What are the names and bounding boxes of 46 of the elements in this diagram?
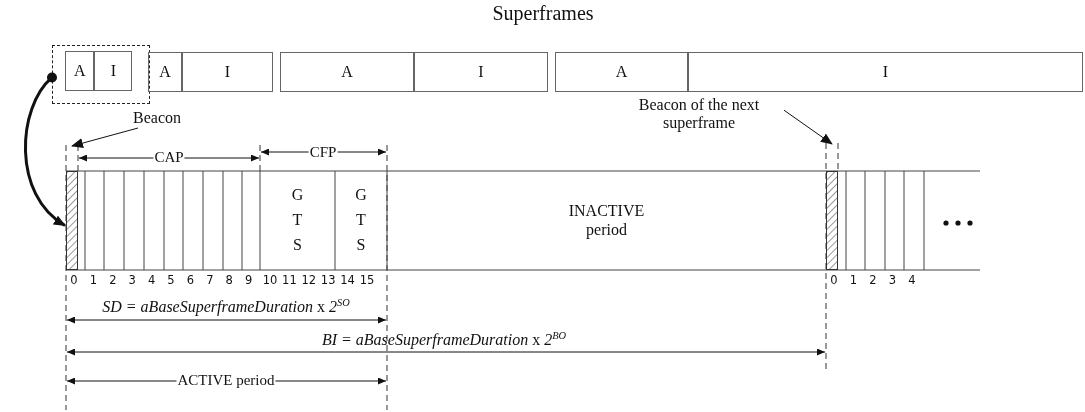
superframe-segment: I — [414, 52, 548, 92]
diagram-title: Superframes — [492, 3, 594, 23]
formula-text: SD = aBaseSuperframeDuration x 2$^{SO}$ — [102, 298, 350, 316]
slot-number: 9 — [244, 275, 253, 287]
leader-line — [71, 127, 139, 148]
curved-arrow — [24, 72, 66, 227]
dimension-label: ACTIVE period — [176, 373, 276, 388]
dimension-label: CAP — [153, 150, 185, 165]
slot-number: 8 — [225, 275, 233, 287]
slot-number: 14 — [340, 275, 355, 287]
slot-label: G T S — [354, 185, 368, 255]
slot-number: 15 — [359, 275, 375, 287]
callout-text: Beacon of the next superframe — [637, 95, 761, 133]
slot-number: 4 — [908, 275, 916, 287]
superframe-segment: A — [280, 52, 414, 92]
slot-number: 6 — [186, 275, 195, 287]
slot-number: 13 — [320, 275, 336, 287]
slot-number: 0 — [830, 275, 838, 287]
callout-text: Beacon — [133, 108, 181, 128]
leader-line — [783, 109, 833, 145]
slot-number: 3 — [888, 275, 897, 287]
beacon-slot — [66, 171, 78, 270]
slot-number: 1 — [849, 275, 858, 287]
slot-number: 7 — [206, 275, 214, 287]
slot-number: 11 — [282, 275, 297, 287]
slot-number: 3 — [128, 275, 136, 287]
superframe-segment: A — [148, 52, 182, 92]
dashed-highlight-box — [52, 45, 150, 104]
slot-number: 10 — [262, 275, 278, 287]
slot-number: 2 — [109, 275, 117, 287]
slot-number: 0 — [70, 275, 78, 287]
superframe-segment: A — [65, 51, 95, 92]
slot-label: G T S — [290, 185, 305, 255]
superframe-segment: I — [94, 51, 133, 92]
dimension-label: CFP — [308, 145, 338, 160]
slot-number: 5 — [167, 275, 175, 287]
slot-number: 4 — [147, 275, 156, 287]
slot-number: 12 — [301, 275, 317, 287]
superframe-segment: A — [555, 52, 688, 92]
beacon-slot — [826, 171, 838, 270]
formula-text: BI = aBaseSuperframeDuration x 2$^{BO}$ — [321, 331, 567, 349]
slot-label: INACTIVE period — [567, 202, 646, 239]
slot-number: 1 — [89, 275, 98, 287]
slot-number: 2 — [869, 275, 877, 287]
superframe-segment: I — [182, 52, 273, 92]
superframe-segment: I — [688, 52, 1083, 92]
